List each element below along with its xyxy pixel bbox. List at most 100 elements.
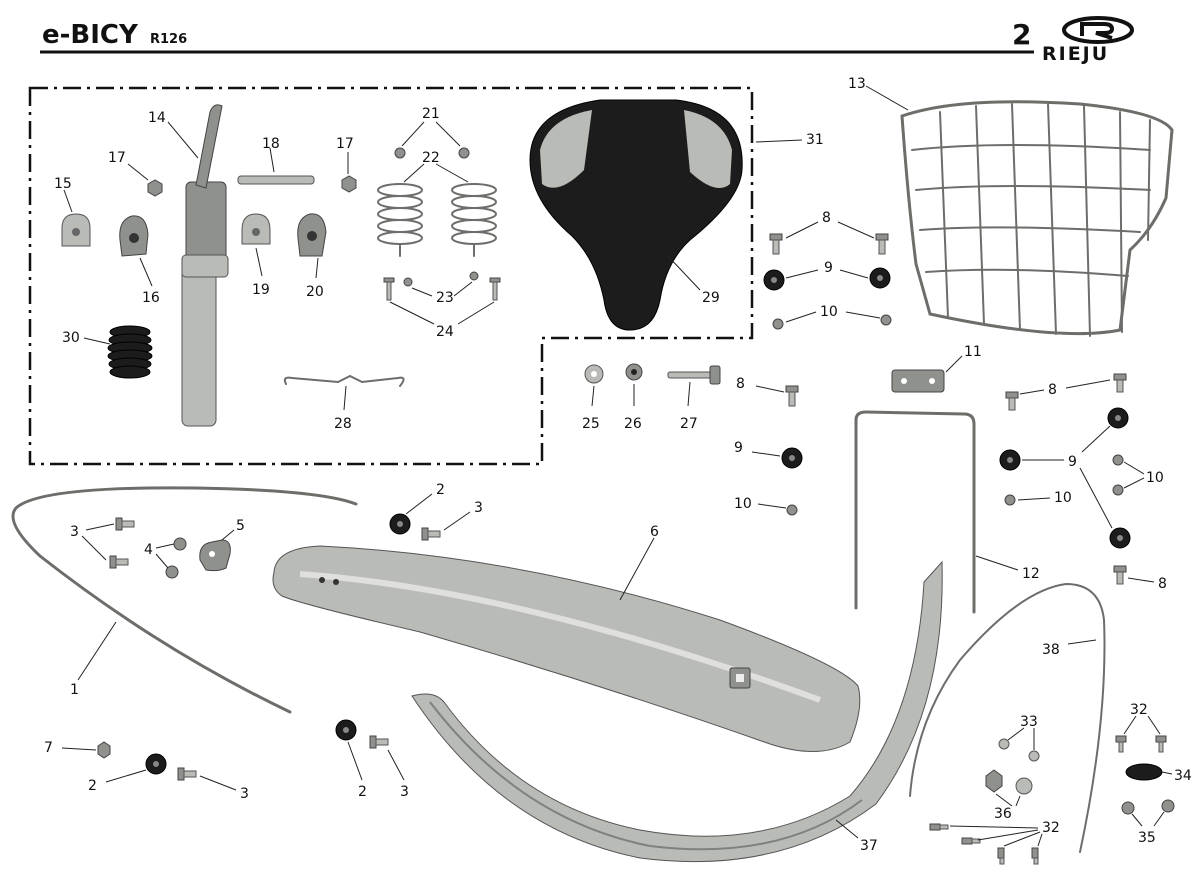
callout-27: 27 (680, 416, 698, 432)
brand-wordmark: RIEJU (1042, 43, 1109, 65)
callout-5: 5 (236, 518, 245, 534)
callout-8a: 8 (822, 210, 831, 226)
part-bolt-3e (369, 735, 389, 749)
part-bolt-8f (1113, 565, 1127, 585)
part-nut-7 (97, 741, 111, 759)
callout-10a: 10 (820, 304, 838, 320)
part-nut-10e (1112, 484, 1124, 496)
callout-1: 1 (70, 682, 79, 698)
assembly-boundary (28, 86, 754, 466)
part-basket-13 (900, 100, 1174, 337)
part-bellows-30 (107, 325, 153, 379)
part-bolt-8c (785, 385, 799, 407)
part-nut-10a (772, 318, 784, 330)
callout-32b: 32 (1042, 820, 1060, 836)
part-fender-6 (272, 545, 861, 752)
callout-26: 26 (624, 416, 642, 432)
part-nut-21a (394, 147, 406, 159)
part-spring-22a (377, 183, 423, 257)
callout-3c: 3 (240, 786, 249, 802)
part-nut-10c (786, 504, 798, 516)
callout-4: 4 (144, 542, 153, 558)
part-nut-10f (1004, 494, 1016, 506)
part-nut-35a (1121, 801, 1135, 815)
part-bolt-3c (421, 527, 441, 541)
part-nut-36b (1015, 777, 1033, 795)
part-nut-21b (458, 147, 470, 159)
part-screw-32c (929, 823, 949, 831)
callout-2b: 2 (88, 778, 97, 794)
part-bracket-28 (283, 374, 405, 387)
part-screw-32e (997, 847, 1005, 865)
callout-21: 21 (422, 106, 440, 122)
callout-28: 28 (334, 416, 352, 432)
callout-10d: 10 (1054, 490, 1072, 506)
callout-22: 22 (422, 150, 440, 166)
part-mudguard-37 (411, 560, 943, 863)
part-screw-32f (1031, 847, 1039, 865)
part-bolt-24a (383, 277, 395, 301)
brand-logo-emblem (1062, 16, 1134, 44)
callout-19: 19 (252, 282, 270, 298)
callout-3d: 3 (400, 784, 409, 800)
part-nut-36a (985, 769, 1003, 793)
part-bolt-8a (769, 233, 783, 255)
callout-24: 24 (436, 324, 454, 340)
callout-38: 38 (1042, 642, 1060, 658)
part-spring-22b (451, 183, 497, 257)
callout-34: 34 (1174, 768, 1192, 784)
callout-29: 29 (702, 290, 720, 306)
callout-37: 37 (860, 838, 878, 854)
callout-8c: 8 (1048, 382, 1057, 398)
callout-25: 25 (582, 416, 600, 432)
callout-6: 6 (650, 524, 659, 540)
callout-32a: 32 (1130, 702, 1148, 718)
part-nut-23b (469, 271, 479, 281)
part-nut-17a (147, 179, 163, 197)
part-washer-33a (998, 738, 1010, 750)
part-bolt-8d (1005, 391, 1019, 411)
callout-33: 33 (1020, 714, 1038, 730)
callout-7: 7 (44, 740, 53, 756)
callout-2c: 2 (358, 784, 367, 800)
callout-17b: 17 (336, 136, 354, 152)
part-plate-34 (1125, 763, 1163, 781)
part-bolt-8e (1113, 373, 1127, 393)
callout-3a: 3 (70, 524, 79, 540)
part-bolt-3d (177, 767, 197, 781)
callout-18: 18 (262, 136, 280, 152)
part-screw-32a (1115, 735, 1127, 753)
callout-9c: 9 (1068, 454, 1077, 470)
part-nut-35b (1161, 799, 1175, 813)
header: e-BICY R126 2 RIEJU (40, 16, 1134, 65)
callout-8b: 8 (736, 376, 745, 392)
callout-9b: 9 (734, 440, 743, 456)
part-bolt-8b (875, 233, 889, 255)
part-bolt-18 (237, 175, 315, 185)
callout-2a: 2 (436, 482, 445, 498)
callout-30: 30 (62, 330, 80, 346)
callout-23: 23 (436, 290, 454, 306)
part-nut-17b (341, 175, 357, 193)
part-screw-32d (961, 837, 981, 845)
part-stay-38 (909, 582, 1106, 853)
part-bracket-12 (854, 410, 976, 614)
part-nut-4b (165, 565, 179, 579)
part-bolt-27 (667, 365, 721, 385)
part-bolt-3b (109, 555, 129, 569)
model-code: R126 (150, 32, 187, 47)
callout-14: 14 (148, 110, 166, 126)
callout-17a: 17 (108, 150, 126, 166)
part-screw-32b (1155, 735, 1167, 753)
part-bolt-3a (115, 517, 135, 531)
model-title: e-BICY (42, 20, 139, 50)
part-nut-4a (173, 537, 187, 551)
part-plate-11 (891, 369, 945, 393)
brand-logo-r-mark (1080, 22, 1115, 40)
callout-10c: 10 (1146, 470, 1164, 486)
brand-logo: RIEJU (1042, 16, 1134, 65)
page-number: 2 (1012, 18, 1031, 51)
callout-16: 16 (142, 290, 160, 306)
part-seatpost (181, 104, 229, 427)
callout-12: 12 (1022, 566, 1040, 582)
